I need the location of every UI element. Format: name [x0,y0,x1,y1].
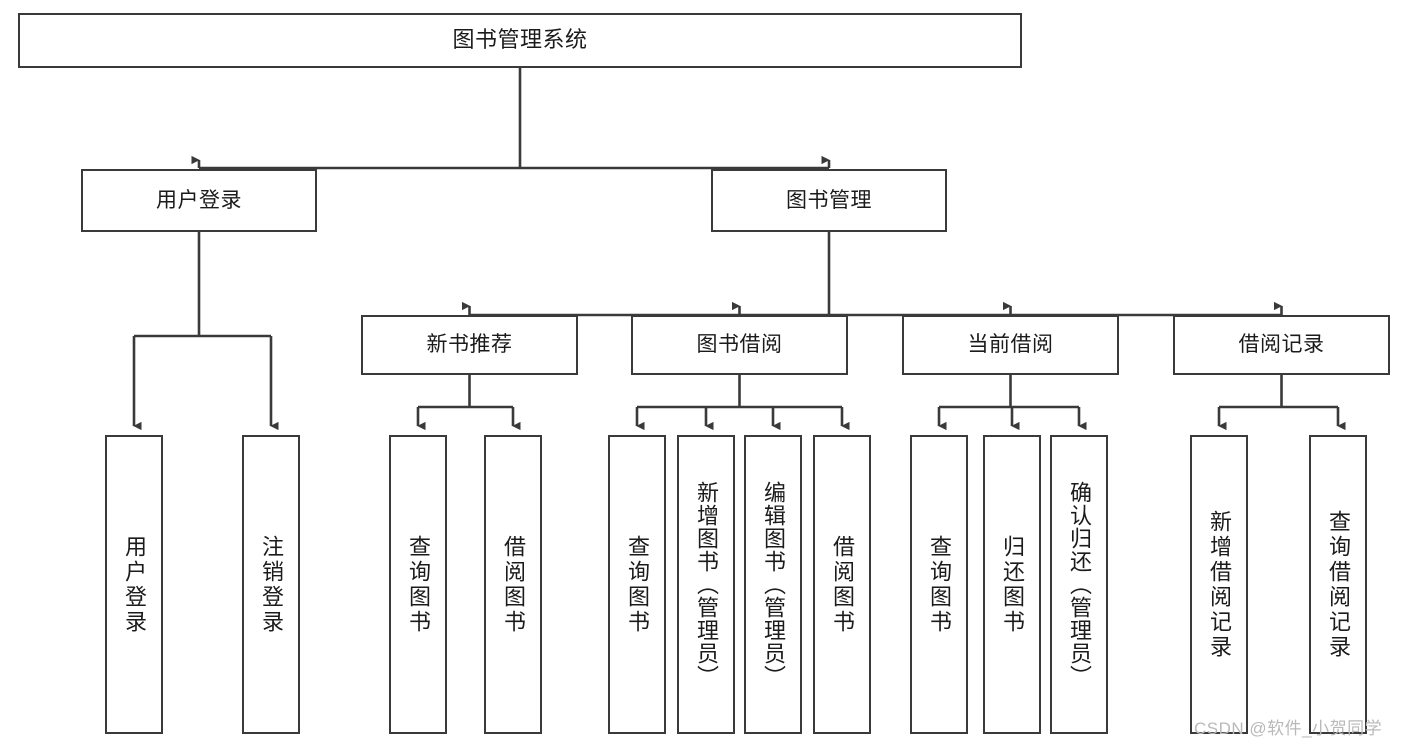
node-label: 新增图书（管理员） [694,481,719,688]
node-label: 查询借阅记录 [1326,509,1351,660]
node-leaf-user-login[interactable]: 用户登录 [105,435,163,734]
node-label: 当前借阅 [967,333,1054,357]
node-book-borrow[interactable]: 图书借阅 [631,315,848,375]
node-user-login[interactable]: 用户登录 [81,169,317,232]
node-root[interactable]: 图书管理系统 [18,13,1022,68]
node-label: 借阅记录 [1238,333,1325,357]
node-leaf-query-book-1[interactable]: 查询图书 [389,435,447,734]
node-label: 注销登录 [259,534,284,635]
node-book-manage[interactable]: 图书管理 [711,169,947,232]
node-label: 编辑图书（管理员） [761,481,786,688]
node-label: 图书管理 [786,188,872,212]
node-label: 用户登录 [156,188,242,212]
node-leaf-logout[interactable]: 注销登录 [242,435,300,734]
node-label: 归还图书 [1000,534,1025,635]
node-label: 用户登录 [122,534,147,635]
csdn-watermark: CSDN @软件_小贺同学 [1194,719,1383,738]
node-label: 借阅图书 [830,534,855,635]
node-label: 新增借阅记录 [1207,509,1232,660]
node-label: 图书借阅 [696,333,783,357]
node-label: 新书推荐 [426,333,513,357]
node-current-borrow[interactable]: 当前借阅 [902,315,1119,375]
node-leaf-return-book[interactable]: 归还图书 [983,435,1041,734]
node-label: 借阅图书 [501,534,526,635]
node-leaf-borrow-book-2[interactable]: 借阅图书 [813,435,871,734]
node-leaf-add-record[interactable]: 新增借阅记录 [1190,435,1248,734]
node-label: 查询图书 [625,534,650,635]
node-leaf-add-book[interactable]: 新增图书（管理员） [677,435,735,734]
node-label: 图书管理系统 [452,27,588,53]
node-label: 查询图书 [406,534,431,635]
node-leaf-borrow-book-1[interactable]: 借阅图书 [484,435,542,734]
node-leaf-edit-book[interactable]: 编辑图书（管理员） [744,435,802,734]
node-label: 确认归还（管理员） [1067,481,1092,688]
node-borrow-record[interactable]: 借阅记录 [1173,315,1390,375]
node-label: 查询图书 [927,534,952,635]
node-leaf-query-book-3[interactable]: 查询图书 [910,435,968,734]
node-leaf-confirm-return[interactable]: 确认归还（管理员） [1050,435,1108,734]
node-new-book-rec[interactable]: 新书推荐 [361,315,578,375]
node-leaf-query-book-2[interactable]: 查询图书 [608,435,666,734]
node-leaf-query-record[interactable]: 查询借阅记录 [1309,435,1367,734]
